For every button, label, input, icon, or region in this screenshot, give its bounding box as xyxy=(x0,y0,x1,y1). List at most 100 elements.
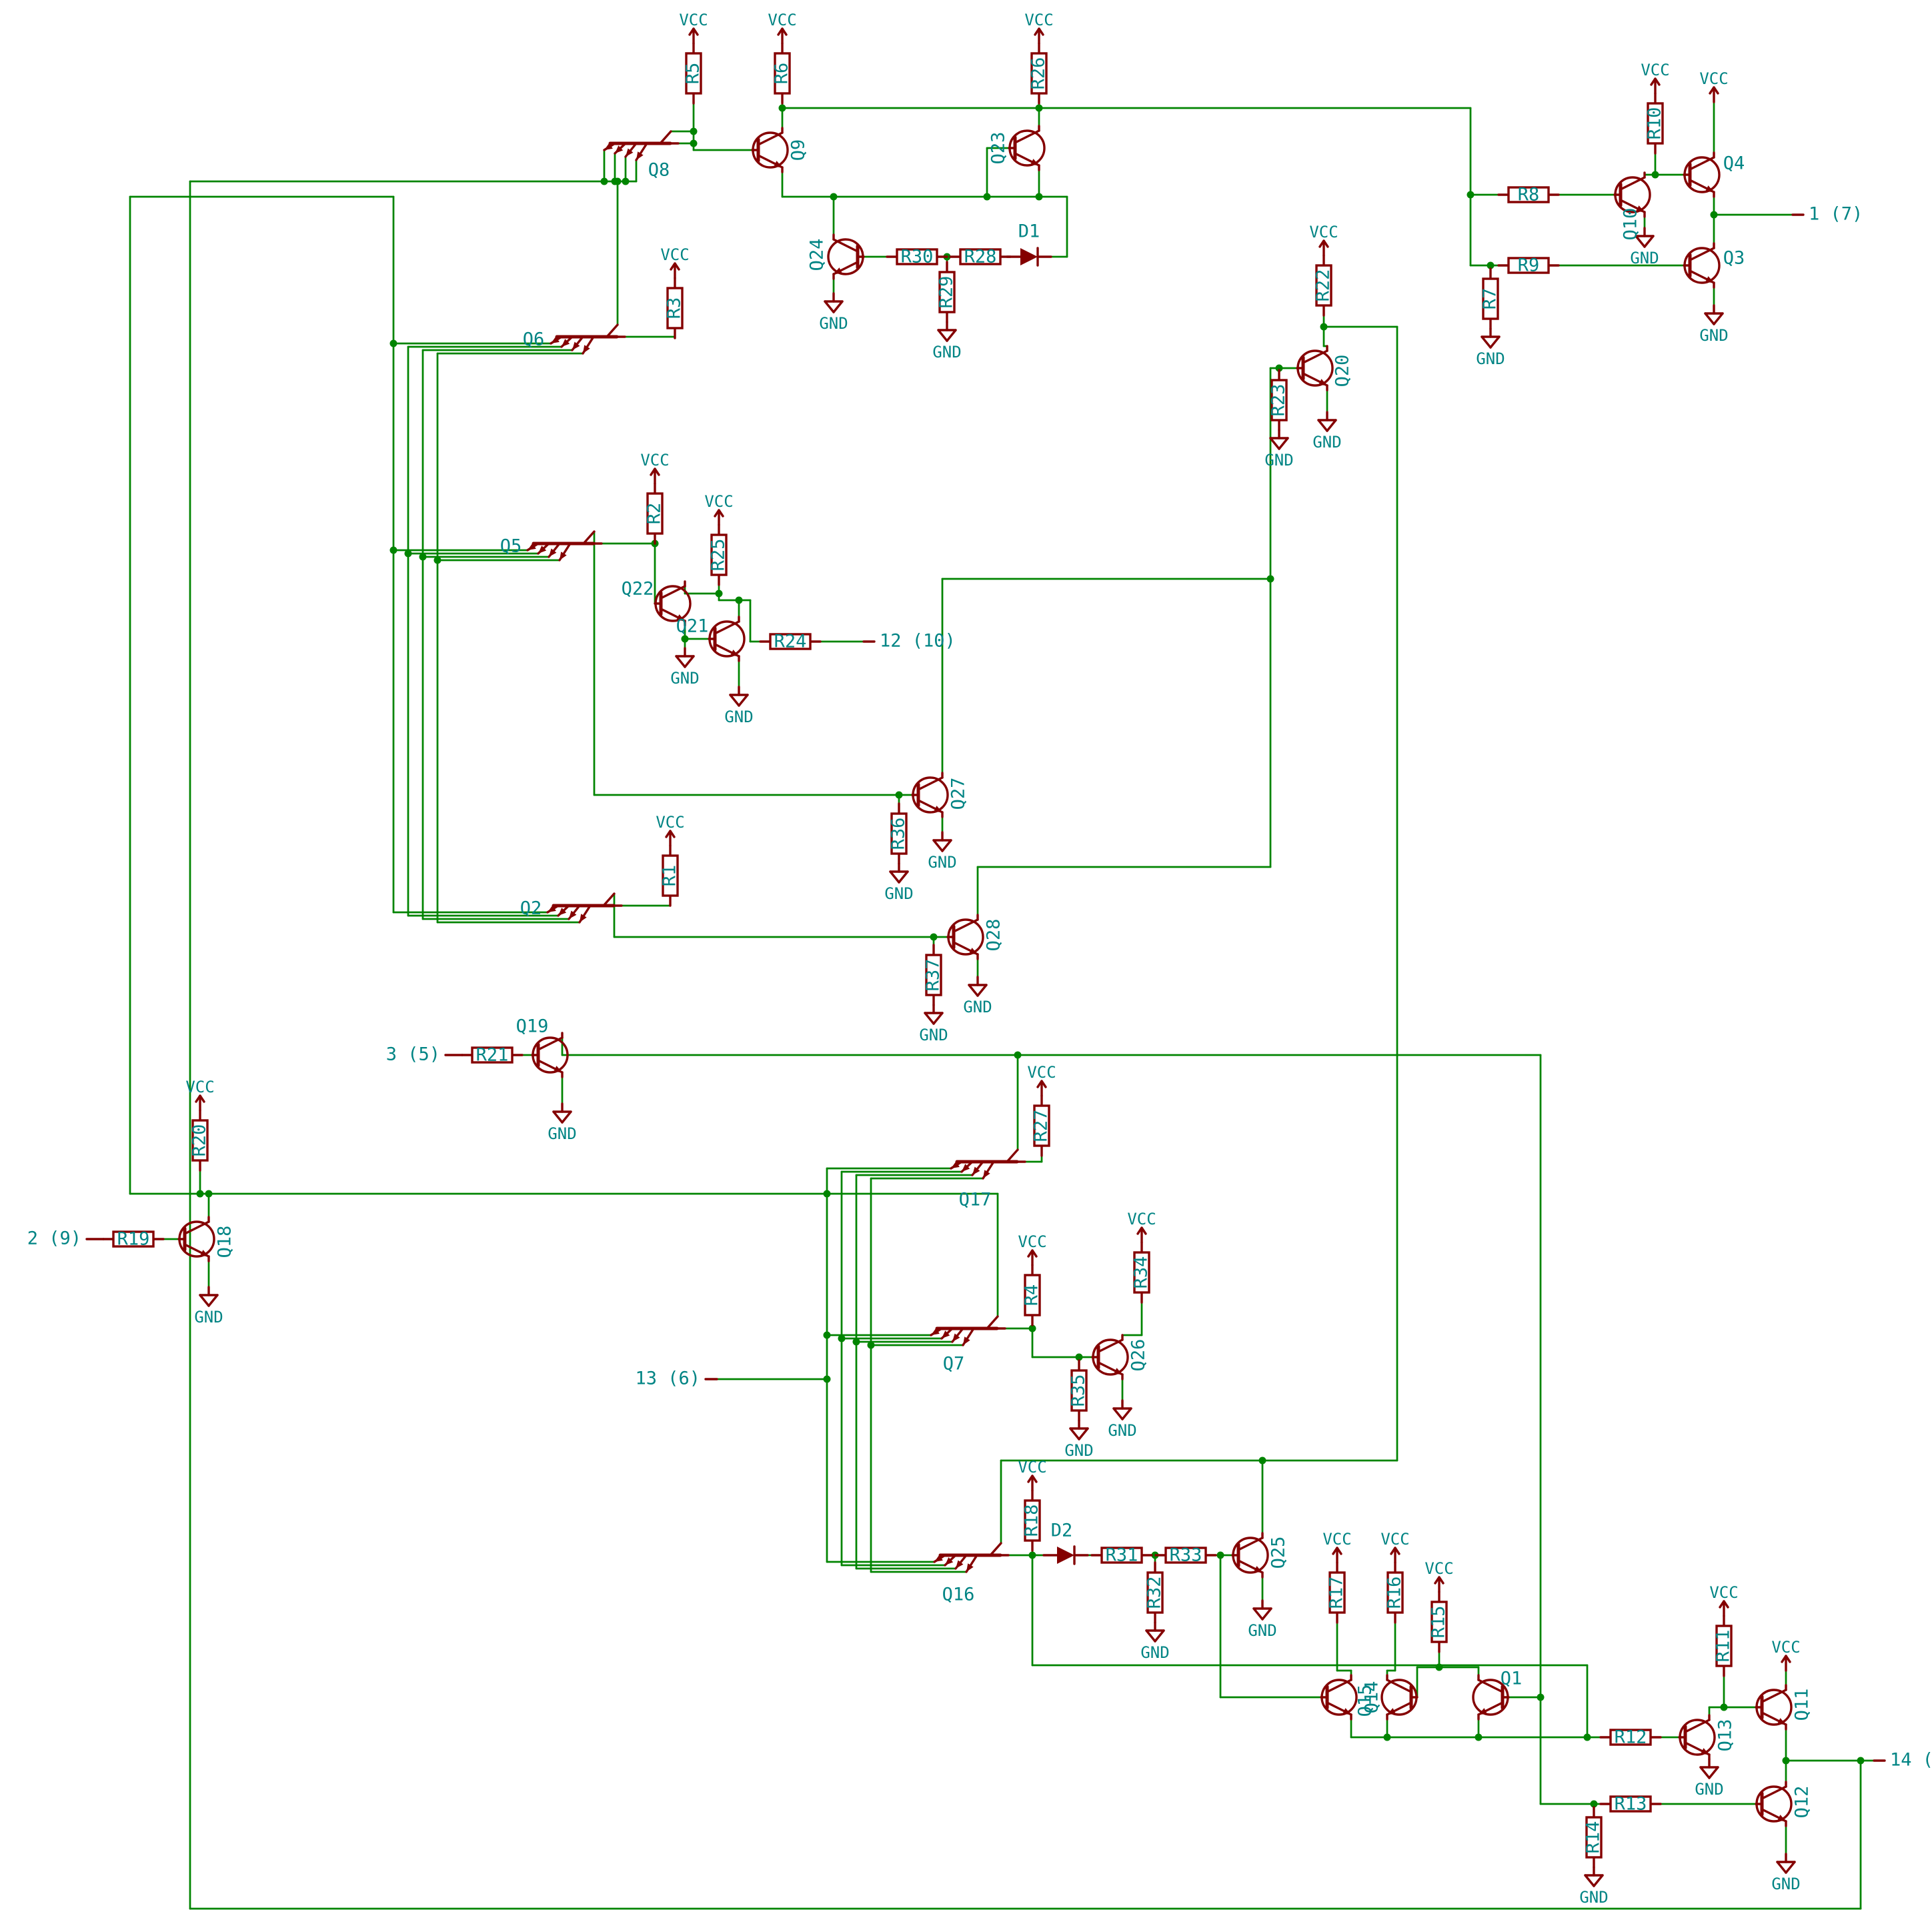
resistor-body xyxy=(1482,277,1499,320)
vcc-arrow-icon xyxy=(1785,1655,1791,1663)
gnd-symbol: GND xyxy=(1579,1866,1609,1907)
resistor-ref: R17 xyxy=(1326,1577,1347,1609)
transistor-Q22: Q22 xyxy=(622,579,692,627)
pin-2-9-: 2 (9) xyxy=(27,1228,105,1249)
resistor-R20: R20 xyxy=(189,1109,210,1172)
resistor-R36: R36 xyxy=(888,802,909,865)
gnd-triangle-icon xyxy=(738,694,749,707)
vcc-arrow-icon xyxy=(1438,1576,1444,1585)
gnd-triangle-icon xyxy=(199,1294,210,1307)
gnd-triangle-icon xyxy=(1785,1861,1796,1874)
junction-dot xyxy=(389,339,397,347)
transistor-Q1: Q1 xyxy=(1472,1669,1522,1721)
transistor-Q8: Q8 xyxy=(603,130,680,181)
resistor-ref: R24 xyxy=(774,632,807,652)
resistor-ref: R20 xyxy=(189,1124,210,1157)
gnd-triangle-icon xyxy=(207,1294,219,1307)
transistor-collector xyxy=(660,585,686,600)
transistor-collector xyxy=(1477,1679,1504,1693)
junction-dot xyxy=(404,550,412,558)
arrowhead xyxy=(200,1250,209,1256)
resistor-R8: R8 xyxy=(1497,185,1560,205)
gnd-label: GND xyxy=(1699,326,1728,345)
arrowhead xyxy=(972,1166,980,1175)
arrowhead xyxy=(572,341,580,350)
resistor-body xyxy=(1100,1547,1143,1564)
diode-body xyxy=(1057,1547,1074,1564)
transistor-Q24: Q24 xyxy=(807,233,865,280)
transistor-ref: Q19 xyxy=(516,1016,549,1037)
transistor-ref: Q28 xyxy=(984,919,1004,952)
arrowhead xyxy=(942,1330,950,1338)
arrowhead xyxy=(549,548,557,557)
resistor-R26: R26 xyxy=(1028,42,1049,105)
resistor-body xyxy=(774,52,791,95)
resistor-R14: R14 xyxy=(1583,1806,1604,1869)
gnd-triangle-icon xyxy=(1776,1861,1787,1874)
gnd-label: GND xyxy=(919,1026,948,1044)
resistor-body xyxy=(959,248,1002,265)
transistor-Q16: Q16 xyxy=(933,1542,1010,1605)
transistor-ref: Q13 xyxy=(1715,1719,1736,1752)
resistor-body xyxy=(112,1230,155,1248)
transistor-Q20: Q20 xyxy=(1296,345,1353,391)
gnd-triangle-icon xyxy=(552,1110,564,1124)
pin-label: 3 (5) xyxy=(386,1044,440,1065)
transistor-collector xyxy=(1761,1785,1787,1800)
transistor-collector xyxy=(1689,247,1715,261)
vcc-arrow-icon xyxy=(1394,1547,1400,1555)
transistor-Q12: Q12 xyxy=(1755,1781,1813,1827)
resistor-R10: R10 xyxy=(1645,92,1665,155)
junction-dot xyxy=(1266,575,1274,583)
arrowhead xyxy=(636,151,644,160)
resistor-R30: R30 xyxy=(886,247,948,267)
arrowhead xyxy=(538,546,547,554)
resistor-ref: R6 xyxy=(772,63,792,85)
arrowhead xyxy=(962,1164,970,1172)
resistor-ref: R2 xyxy=(644,503,665,525)
vcc-symbol: VCC xyxy=(1018,1232,1047,1266)
transistor-collector xyxy=(659,130,672,145)
resistor-body xyxy=(191,1119,209,1162)
arrowhead xyxy=(1636,205,1645,212)
vcc-arrow-icon xyxy=(718,509,724,518)
vcc-arrow-icon xyxy=(654,467,660,476)
gnd-label: GND xyxy=(1108,1421,1136,1440)
resistor-body xyxy=(471,1046,514,1064)
junction-dot xyxy=(1857,1757,1865,1765)
gnd-symbol: GND xyxy=(1695,1758,1724,1799)
transistor-Q23: Q23 xyxy=(988,125,1046,171)
vcc-label: VCC xyxy=(704,492,733,511)
diode-ref: D1 xyxy=(1018,221,1040,242)
transistor-collector xyxy=(183,1220,210,1235)
transistor-Q15: Q15 xyxy=(1320,1674,1376,1721)
resistor-ref: R36 xyxy=(888,818,909,850)
gnd-triangle-icon xyxy=(1078,1427,1089,1441)
gnd-triangle-icon xyxy=(932,1012,944,1025)
arrowhead xyxy=(969,948,978,954)
transistor-ref: Q7 xyxy=(943,1354,965,1374)
junction-dot xyxy=(622,177,630,185)
arrowhead xyxy=(615,145,624,153)
gnd-triangle-icon xyxy=(946,329,957,342)
gnd-triangle-icon xyxy=(824,300,835,313)
resistor-R28: R28 xyxy=(949,247,1012,267)
gnd-triangle-icon xyxy=(1154,1629,1165,1643)
arrowhead xyxy=(1479,1708,1487,1715)
gnd-symbol: GND xyxy=(928,831,957,872)
resistor-R15: R15 xyxy=(1428,1591,1449,1653)
resistor-R16: R16 xyxy=(1384,1561,1405,1624)
junction-dot xyxy=(681,635,689,643)
resistor-body xyxy=(1133,1251,1150,1294)
gnd-label: GND xyxy=(1264,451,1293,469)
transistor-ref: Q17 xyxy=(959,1190,992,1210)
transistor-collector xyxy=(952,918,979,933)
resistor-ref: R34 xyxy=(1131,1256,1152,1289)
vcc-arrow-icon xyxy=(1654,77,1661,86)
vcc-symbol: VCC xyxy=(1424,1559,1454,1593)
junction-dot xyxy=(838,1334,846,1342)
transistor-Q21: Q21 xyxy=(676,616,746,662)
gnd-label: GND xyxy=(1630,249,1659,267)
gnd-label: GND xyxy=(1771,1875,1800,1893)
arrowhead xyxy=(604,143,613,150)
